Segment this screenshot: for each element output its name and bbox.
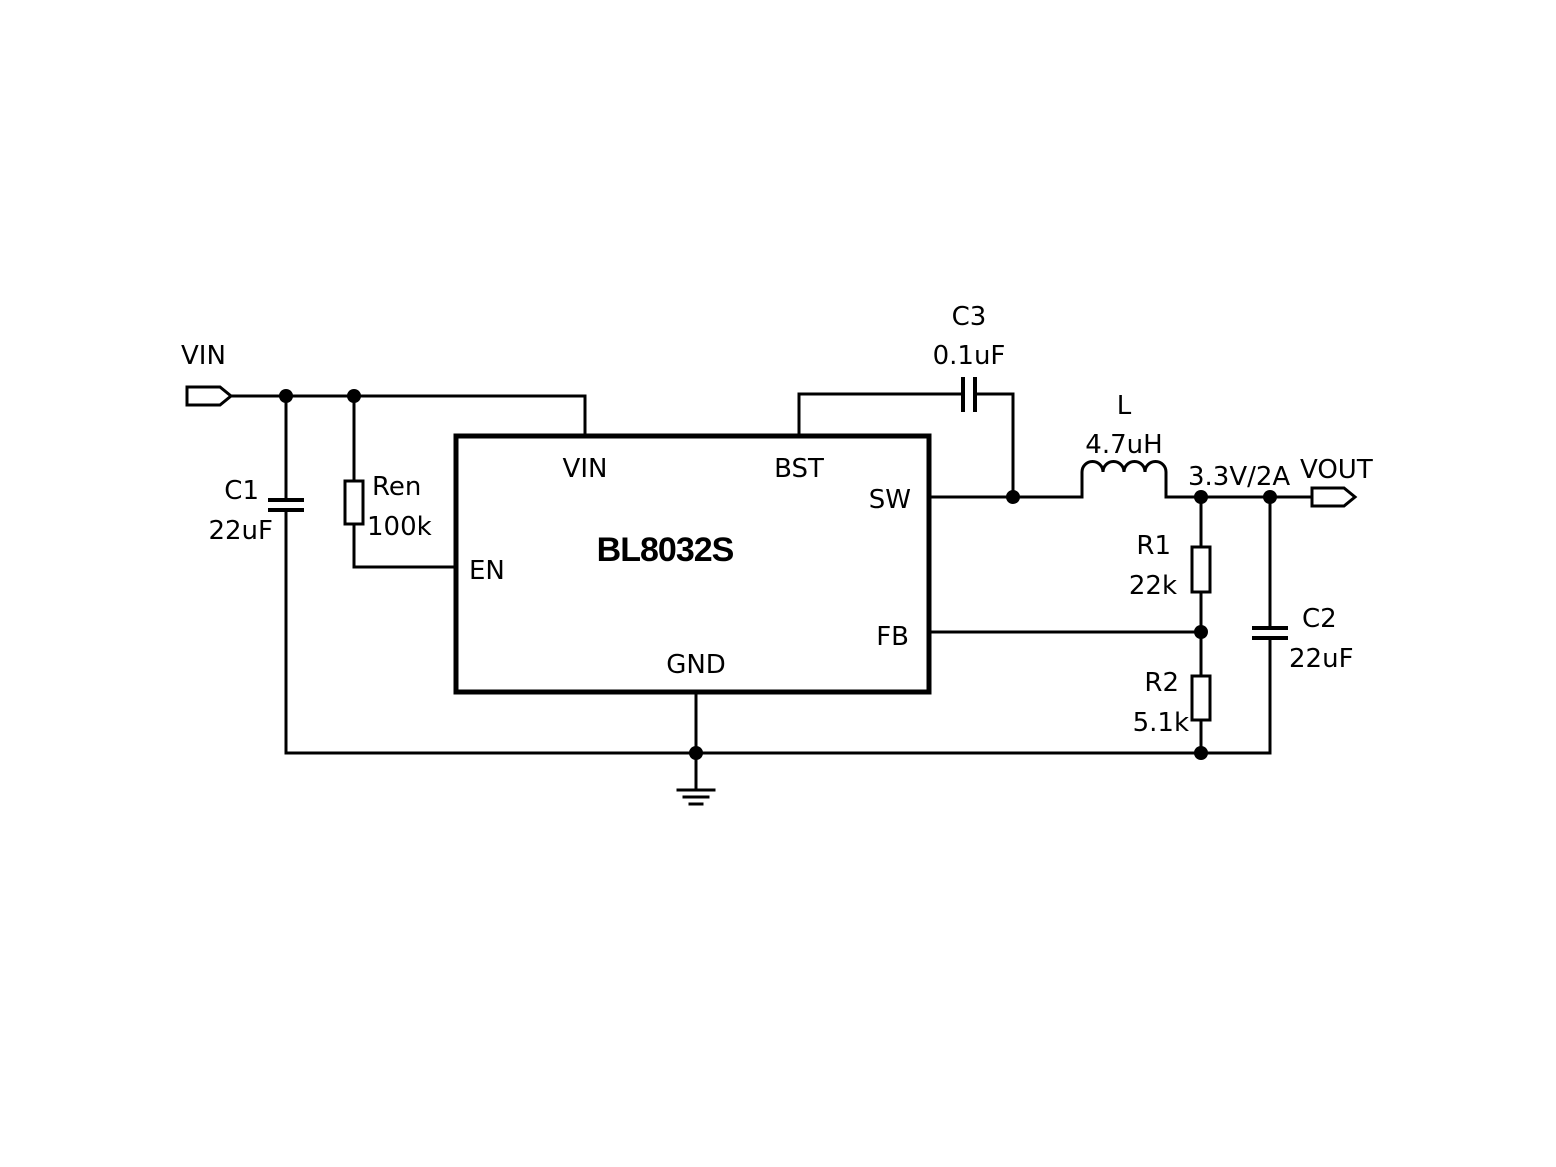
- r2-body: [1190, 674, 1212, 722]
- capacitor-c1: C1 22uF: [208, 476, 304, 546]
- port-vout: VOUT 3.3V/2A: [1188, 455, 1373, 508]
- inductor-l: L 4.7uH: [1080, 391, 1168, 499]
- ground-symbol: [676, 788, 716, 806]
- c2-ref: C2: [1302, 604, 1337, 634]
- c3-value: 0.1uF: [933, 341, 1006, 371]
- wires: [229, 392, 1314, 792]
- ic-name: BL8032S: [597, 531, 734, 569]
- wire-c3-sw: [973, 392, 1015, 499]
- c2-value: 22uF: [1289, 644, 1354, 674]
- ic-body: [453, 433, 932, 695]
- capacitor-c3: C3 0.1uF: [933, 302, 1006, 412]
- pin-fb-label: FB: [876, 622, 909, 652]
- resistor-r2: R2 5.1k: [1133, 668, 1212, 738]
- port-vout-label: VOUT: [1300, 455, 1373, 485]
- pin-bst-label: BST: [774, 454, 824, 484]
- wire-ren-en: [352, 522, 458, 569]
- junction-fb: [1194, 625, 1208, 639]
- junction-vin-ren: [347, 389, 361, 403]
- capacitor-c2: C2 22uF: [1252, 604, 1354, 674]
- l-ref: L: [1117, 391, 1132, 421]
- junction-gnd: [689, 746, 703, 760]
- junction-vout-r1: [1194, 490, 1208, 504]
- c1-value: 22uF: [208, 516, 273, 546]
- pin-en-label: EN: [469, 556, 505, 586]
- junction-gnd-r2: [1194, 746, 1208, 760]
- wire-bst-c3: [797, 392, 965, 438]
- junction-vout-c2: [1263, 490, 1277, 504]
- ic-bl8032s: BL8032S VIN BST SW EN FB GND: [453, 433, 932, 695]
- output-rating-label: 3.3V/2A: [1188, 462, 1290, 492]
- junction-sw-c3: [1006, 490, 1020, 504]
- junction-vin-c1: [279, 389, 293, 403]
- ren-body: [343, 479, 365, 526]
- resistor-r1: R1 22k: [1129, 531, 1212, 601]
- inductor-coil: [1080, 460, 1168, 499]
- r1-ref: R1: [1136, 531, 1171, 561]
- port-vin-label: VIN: [181, 341, 226, 371]
- resistor-ren: Ren 100k: [343, 472, 432, 542]
- pin-sw-label: SW: [869, 485, 911, 515]
- r1-body: [1190, 545, 1212, 594]
- c1-ref: C1: [224, 476, 259, 506]
- port-vin: VIN: [181, 341, 234, 407]
- junctions: [279, 389, 1277, 760]
- r2-ref: R2: [1144, 668, 1179, 698]
- l-value: 4.7uH: [1085, 430, 1162, 460]
- r2-value: 5.1k: [1133, 708, 1189, 738]
- pin-gnd-label: GND: [666, 650, 726, 680]
- r1-value: 22k: [1129, 571, 1177, 601]
- port-vout-arrow: [1310, 486, 1358, 508]
- pin-vin-label: VIN: [563, 454, 608, 484]
- ren-ref: Ren: [372, 472, 421, 502]
- port-vin-arrow: [185, 385, 234, 407]
- c3-ref: C3: [952, 302, 987, 332]
- ren-value: 100k: [367, 512, 432, 542]
